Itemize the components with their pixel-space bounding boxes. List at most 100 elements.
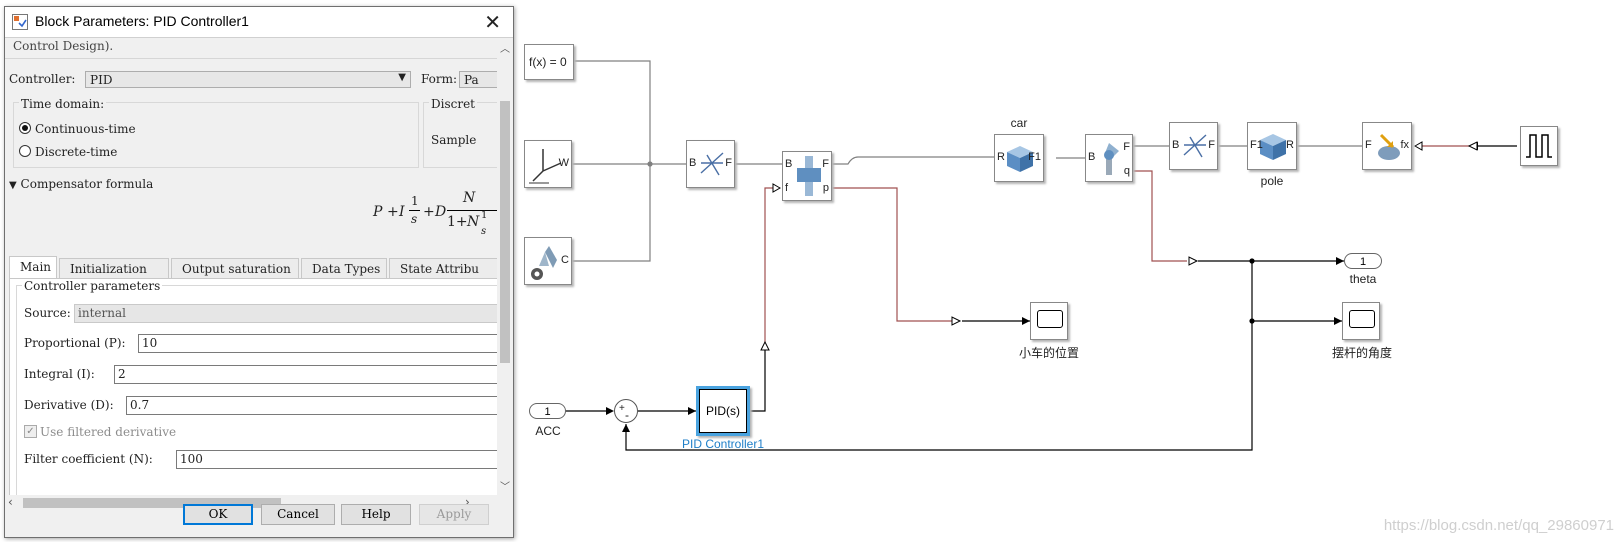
port-label: F xyxy=(1123,141,1130,153)
filter-coefficient-field[interactable]: 100 xyxy=(176,450,497,469)
derivative-field[interactable]: 0.7 xyxy=(126,396,497,415)
simulink-app-icon xyxy=(12,14,28,30)
car-solid-block[interactable]: R F1 xyxy=(994,134,1044,182)
cancel-button[interactable]: Cancel xyxy=(261,504,335,525)
junction-dot xyxy=(647,161,653,167)
derivative-label: Derivative (D): xyxy=(24,398,114,412)
arrowhead xyxy=(1336,257,1344,265)
source-field[interactable]: internal xyxy=(74,304,497,323)
divider xyxy=(5,58,497,59)
discrete-radio[interactable] xyxy=(19,145,31,157)
signal-line[interactable] xyxy=(748,350,766,412)
close-icon[interactable]: ✕ xyxy=(484,10,501,34)
ok-button[interactable]: OK xyxy=(183,504,253,525)
solid-cube-icon xyxy=(1007,146,1033,172)
help-button[interactable]: Help xyxy=(341,504,411,525)
open-arrowhead xyxy=(1467,141,1478,151)
discrete-group-label: Discret xyxy=(429,97,477,111)
formula-n: N xyxy=(467,214,480,230)
port-label: f xyxy=(785,182,789,194)
sum-minus-sign: - xyxy=(625,408,629,422)
dialog-content: Control Design). Controller: PID ▼ Form:… xyxy=(5,38,497,495)
formula-n: N xyxy=(463,190,476,206)
pulse-generator-block[interactable] xyxy=(1520,126,1558,166)
form-select[interactable]: Pa xyxy=(459,71,497,88)
port-label: F xyxy=(1208,139,1215,151)
chevron-right-icon[interactable]: › xyxy=(465,495,470,509)
simulink-diagram-canvas[interactable]: f(x) = 0 W C B F B F f p xyxy=(512,0,1622,542)
prismatic-joint-block[interactable]: B F f p xyxy=(782,151,832,201)
signal-line[interactable] xyxy=(625,261,1253,451)
source-label: Source: xyxy=(24,306,71,320)
chevron-up-icon[interactable]: ︿ xyxy=(500,44,510,55)
filtered-derivative-checkbox[interactable]: ✓ xyxy=(24,425,37,438)
tab-bar: Main Initialization Output saturation Da… xyxy=(9,256,497,279)
description-text: Control Design). xyxy=(13,39,114,53)
discrete-label: Discrete-time xyxy=(35,145,118,159)
physical-line[interactable] xyxy=(830,156,994,165)
form-label: Form: xyxy=(421,72,458,86)
open-arrowhead xyxy=(1413,141,1423,151)
tab-main[interactable]: Main xyxy=(9,256,57,279)
formula-s: s xyxy=(411,212,418,226)
pole-solid-block[interactable]: F1 R xyxy=(1247,122,1297,170)
scope-block[interactable] xyxy=(1342,302,1380,340)
converted-signal-line[interactable] xyxy=(1133,170,1187,262)
outport-theta[interactable]: 1 xyxy=(1344,253,1382,269)
tab-state-attributes[interactable]: State Attribu xyxy=(389,258,497,278)
solver-configuration-block[interactable]: f(x) = 0 xyxy=(524,44,574,80)
open-arrowhead xyxy=(951,316,962,326)
chevron-down-icon: ▼ xyxy=(398,72,406,83)
vertical-scroll-thumb[interactable] xyxy=(500,101,510,363)
main-tab-panel: Controller parameters Source: internal P… xyxy=(9,278,497,495)
converted-signal-line[interactable] xyxy=(764,187,780,350)
converted-signal-line[interactable] xyxy=(832,187,952,322)
external-force-block[interactable]: F fx xyxy=(1362,122,1412,170)
dialog-titlebar[interactable]: Block Parameters: PID Controller1 ✕ xyxy=(5,7,513,38)
arrowhead xyxy=(1022,317,1030,325)
revolute-joint-block[interactable]: B F q xyxy=(1085,134,1133,182)
tab-initialization[interactable]: Initialization xyxy=(59,258,169,278)
formula-plus: + xyxy=(423,204,435,220)
chevron-left-icon[interactable]: ‹ xyxy=(8,495,13,509)
apply-button[interactable]: Apply xyxy=(419,504,489,525)
pid-controller-block[interactable]: PID(s) xyxy=(696,386,750,436)
controller-select[interactable]: PID ▼ xyxy=(85,71,411,88)
port-label: fx xyxy=(1400,139,1409,151)
integral-field[interactable]: 2 xyxy=(114,365,497,384)
vertical-scrollbar[interactable]: ︿ ﹀ xyxy=(497,38,513,495)
scope-icon xyxy=(1037,310,1063,328)
sum-plus-sign: + xyxy=(619,403,625,414)
proportional-label: Proportional (P): xyxy=(24,336,126,350)
scope1-label: 小车的位置 xyxy=(1018,346,1080,360)
external-force-icon xyxy=(1378,133,1400,160)
continuous-radio[interactable] xyxy=(19,122,31,134)
formula-i: I xyxy=(399,204,405,220)
inport-acc[interactable]: 1 xyxy=(529,403,566,419)
proportional-field[interactable]: 10 xyxy=(138,334,497,353)
mechanism-configuration-block[interactable]: C xyxy=(524,237,572,285)
time-domain-group xyxy=(13,102,419,168)
chevron-down-icon[interactable]: ﹀ xyxy=(500,482,510,493)
sum-block[interactable]: + - xyxy=(614,399,638,423)
port-label: F1 xyxy=(1028,151,1041,163)
connection-lines xyxy=(562,60,1517,451)
tab-data-types[interactable]: Data Types xyxy=(301,258,387,278)
port-label: F xyxy=(1365,139,1372,151)
rigid-transform-block[interactable]: B F xyxy=(686,140,735,188)
scope-block[interactable] xyxy=(1030,302,1068,340)
controller-parameters-label: Controller parameters xyxy=(22,279,163,293)
port-label: W xyxy=(558,157,569,169)
filtered-derivative-label: Use filtered derivative xyxy=(40,425,177,439)
horizontal-scroll-thumb[interactable] xyxy=(23,498,281,508)
port-label: B xyxy=(1088,151,1096,163)
world-frame-block[interactable]: W xyxy=(524,140,572,188)
formula-s: s xyxy=(481,226,487,237)
formula-one: 1 xyxy=(411,194,419,208)
port-label: F1 xyxy=(1250,139,1263,151)
compensator-toggle[interactable]: ▼ Compensator formula xyxy=(9,177,153,191)
compensator-label: Compensator formula xyxy=(20,177,154,191)
tab-output-saturation[interactable]: Output saturation xyxy=(171,258,299,278)
physical-line[interactable] xyxy=(572,60,651,262)
rigid-transform-block[interactable]: B F xyxy=(1169,122,1218,170)
